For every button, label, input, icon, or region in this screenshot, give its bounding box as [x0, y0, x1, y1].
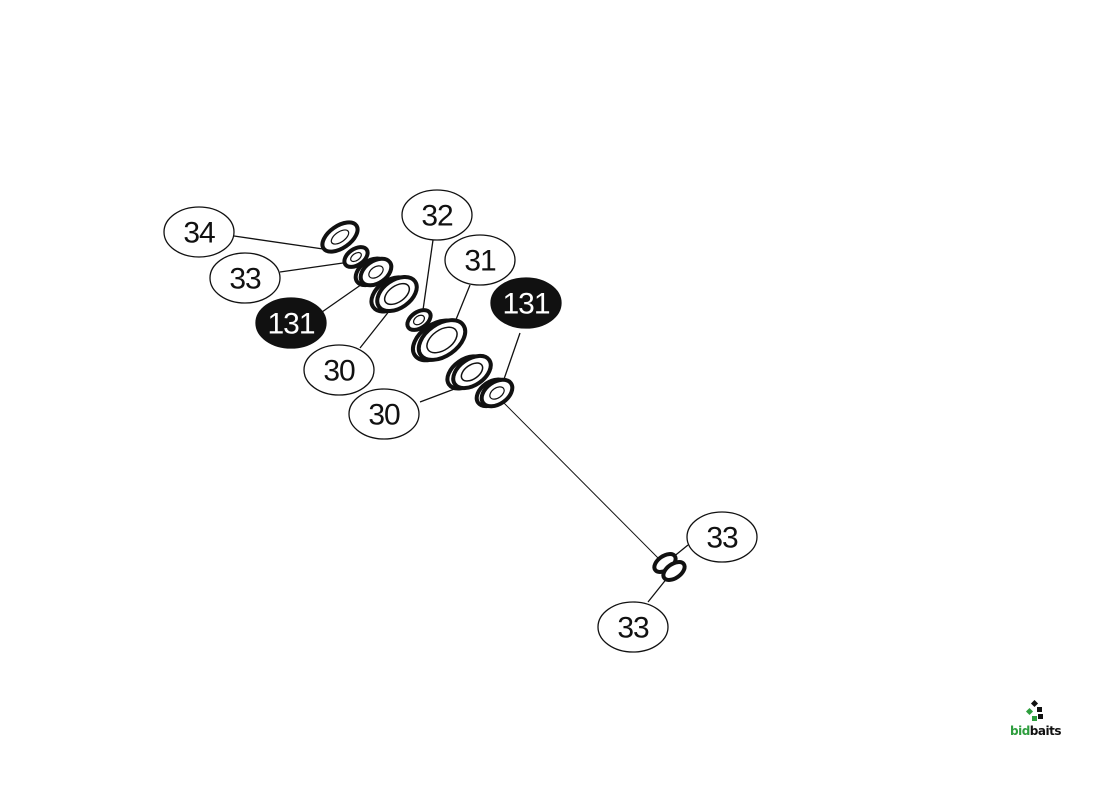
parts [320, 220, 687, 582]
callout-33: 33 [209, 252, 281, 304]
part-131-bearing [474, 377, 515, 409]
logo-suffix: baits [1029, 724, 1062, 738]
callout-label: 30 [323, 355, 355, 388]
axis-line [496, 395, 663, 563]
callout-33: 33 [686, 511, 758, 563]
leader-lines [233, 235, 689, 603]
part-32-ring [405, 308, 433, 332]
part-30-collar [445, 353, 493, 391]
callout-label: 33 [229, 263, 261, 296]
part-30-collar [369, 274, 419, 314]
leader-line [422, 239, 434, 311]
callout-label: 33 [706, 522, 738, 555]
logo-mark-icon [1025, 700, 1043, 721]
leader-line [359, 309, 391, 349]
callout-131: 131 [255, 297, 327, 349]
leader-line [502, 332, 521, 383]
part-34-washer [320, 220, 360, 254]
callout-131: 131 [490, 277, 562, 329]
callout-label: 32 [421, 200, 453, 233]
callout-label: 131 [267, 308, 314, 341]
leader-line [279, 261, 351, 273]
callout-label: 34 [183, 217, 215, 250]
callouts: 34 33 131 30 30 32 31 131 33 33 [163, 189, 758, 653]
callout-30: 30 [303, 344, 375, 396]
callout-30: 30 [348, 388, 420, 440]
callout-label: 131 [502, 288, 549, 321]
callout-label: 33 [617, 612, 649, 645]
logo-text: bidbaits [1010, 724, 1062, 738]
callout-33: 33 [597, 601, 669, 653]
logo-prefix: bid [1010, 724, 1030, 738]
callout-34: 34 [163, 206, 235, 258]
bidbaits-logo: bidbaits [1010, 700, 1062, 738]
part-33-ring [342, 245, 370, 269]
callout-label: 31 [464, 245, 496, 278]
leader-line [233, 235, 331, 251]
leader-line [454, 284, 471, 323]
callout-32: 32 [401, 189, 473, 241]
callout-31: 31 [444, 234, 516, 286]
part-31-collar [410, 318, 468, 363]
callout-label: 30 [368, 399, 400, 432]
part-33-ring [661, 560, 687, 582]
part-131-bearing [353, 256, 394, 288]
leader-line [321, 281, 366, 313]
leader-line [647, 576, 669, 603]
